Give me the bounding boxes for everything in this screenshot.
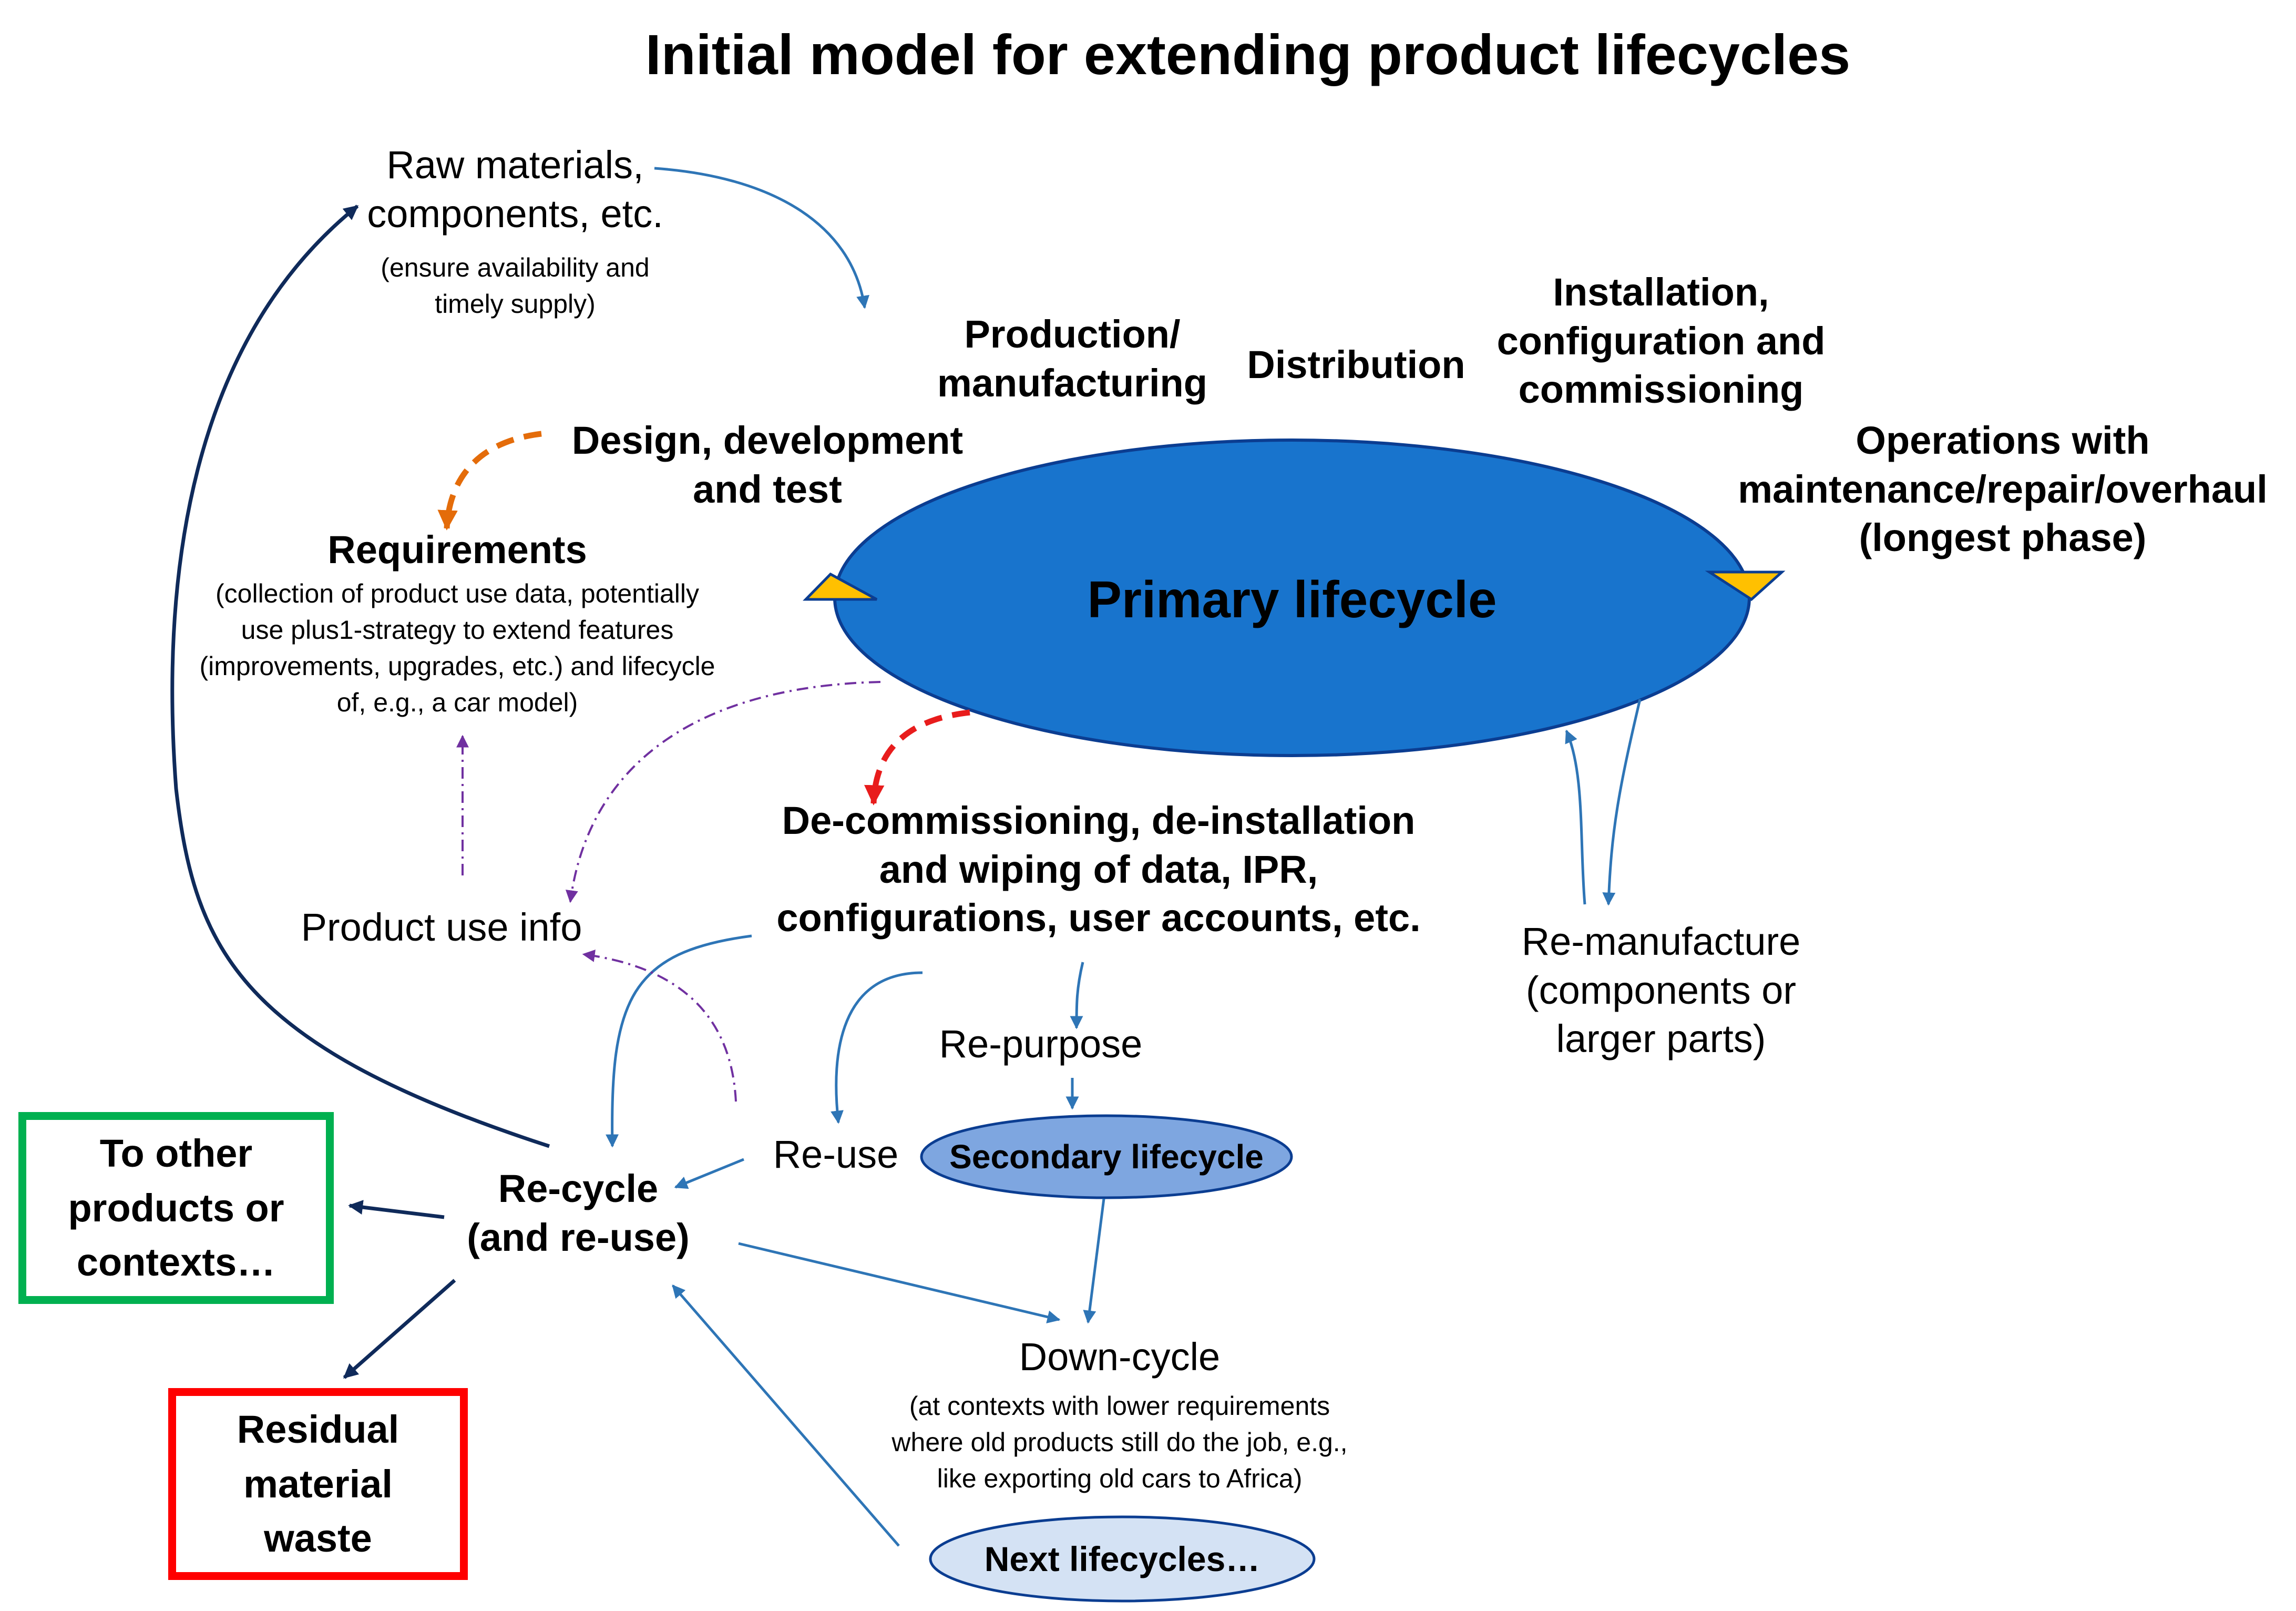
production-label: Production/ manufacturing — [937, 312, 1207, 405]
repurpose-label: Re-purpose — [939, 1022, 1143, 1066]
design-label: Design, development and test — [571, 419, 964, 511]
distribution-label: Distribution — [1247, 343, 1465, 386]
residual-waste-box: Residual material waste — [168, 1388, 468, 1580]
installation-label: Installation, configuration and commissi… — [1496, 270, 1826, 411]
requirements-label: Requirements — [327, 528, 587, 572]
raw-to-production-arrow — [654, 167, 869, 309]
decommissioning-label: De-commissioning, de-installation and wi… — [776, 799, 1421, 940]
product-use-info-label: Product use info — [301, 905, 582, 949]
downcycle-label: Down-cycle — [1019, 1335, 1221, 1379]
secondary-lifecycle-ellipse — [920, 1114, 1293, 1199]
decommissioning-to-reuse-arrow — [831, 971, 923, 1124]
downcycle-note: (at contexts with lower requirements whe… — [891, 1391, 1348, 1493]
primary-to-product-use-arrow — [565, 681, 881, 903]
recycle-to-residual-arrow — [343, 1279, 456, 1379]
requirements-note: (collection of product use data, potenti… — [199, 579, 715, 717]
recycle-label: Re-cycle (and re-use) — [467, 1167, 690, 1259]
next-lifecycles-label: Next lifecycles… — [984, 1539, 1260, 1578]
reuse-label: Re-use — [773, 1133, 899, 1176]
recycle-to-product-use-arrow — [582, 949, 737, 1102]
page-title: Initial model for extending product life… — [645, 23, 1851, 86]
decommissioning-to-recycle-arrow — [606, 934, 752, 1148]
remanufacture-to-primary-arrow — [1565, 729, 1586, 905]
recycle-to-raw-materials-arrow — [170, 205, 550, 1148]
primary-lifecycle-label: Primary lifecycle — [1087, 570, 1497, 628]
reuse-to-recycle-arrow — [674, 1158, 744, 1189]
left-marker-icon — [803, 572, 878, 601]
raw-materials-note: (ensure availability and timely supply) — [381, 253, 650, 319]
raw-materials-label: Raw materials, components, etc. — [367, 143, 663, 236]
recycle-to-other-arrow — [348, 1200, 445, 1219]
recycle-to-downcycle-arrow — [738, 1242, 1061, 1323]
secondary-lifecycle-label: Secondary lifecycle — [949, 1138, 1264, 1176]
next-to-recycle-arrow — [672, 1284, 900, 1547]
remanufacture-label: Re-manufacture (components or larger par… — [1521, 920, 1801, 1061]
design-to-requirements-arrow — [437, 431, 542, 531]
next-lifecycles-ellipse — [929, 1515, 1316, 1603]
operations-label: Operations with maintenance/repair/overh… — [1738, 419, 2268, 559]
right-marker-icon — [1705, 570, 1786, 601]
decommissioning-to-repurpose-arrow — [1070, 962, 1084, 1029]
primary-to-remanufacture-arrow — [1602, 699, 1642, 906]
secondary-to-downcycle-arrow — [1083, 1198, 1105, 1324]
primary-to-decommissioning-arrow — [864, 709, 970, 805]
to-other-products-box: To other products or contexts… — [18, 1112, 334, 1304]
